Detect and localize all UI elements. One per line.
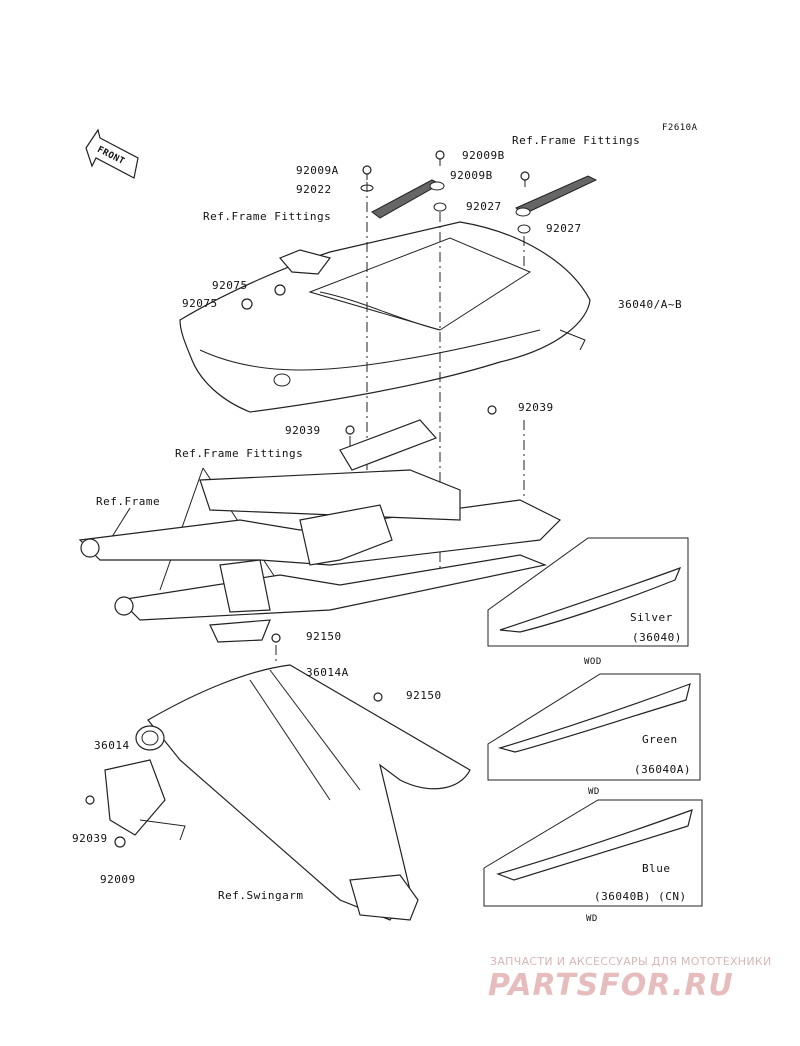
ref-frame-fittings-label[interactable]: Ref.Frame Fittings (203, 210, 332, 223)
part-label[interactable]: 92009 (100, 873, 136, 886)
bracket-strips (371, 175, 598, 219)
part-label[interactable]: 92150 (406, 689, 442, 702)
part-label[interactable]: 92027 (466, 200, 502, 213)
sub-frame (78, 419, 562, 643)
part-label[interactable]: 92009B (462, 149, 505, 162)
ref-frame-label[interactable]: Ref.Frame (96, 495, 161, 508)
part-label[interactable]: 36040/A~B (618, 298, 683, 311)
ref-frame-fittings-label[interactable]: Ref.Frame Fittings (512, 134, 641, 147)
variant-code-label[interactable]: (36040B) (CN) (594, 890, 687, 903)
front-arrow-icon (85, 128, 139, 179)
part-label[interactable]: 36014A (306, 666, 349, 679)
part-label[interactable]: 92039 (285, 424, 321, 437)
variant-color-label: Green (642, 733, 678, 746)
variant-color-label: Blue (642, 862, 671, 875)
part-label[interactable]: 92075 (212, 279, 248, 292)
variant-code-label[interactable]: (36040A) (634, 763, 691, 776)
ref-swingarm-label[interactable]: Ref.Swingarm (218, 889, 304, 902)
inner-fender (104, 664, 471, 921)
watermark-tagline: ЗАПЧАСТИ И АКСЕССУАРЫ ДЛЯ МОТОТЕХНИКИ (490, 955, 772, 968)
variant-code-label[interactable]: (36040) (632, 631, 682, 644)
part-label[interactable]: 92027 (546, 222, 582, 235)
part-label[interactable]: 36014 (94, 739, 130, 752)
variant-color-label: Silver (630, 611, 673, 624)
part-label[interactable]: 92009A (296, 164, 339, 177)
variant-region-label: WOD (584, 657, 602, 667)
part-label[interactable]: 92039 (518, 401, 554, 414)
part-label[interactable]: 92075 (182, 297, 218, 310)
hardware-fasteners (85, 150, 531, 848)
variant-region-label: WD (588, 787, 600, 797)
watermark-logo: PARTSFOR.RU (488, 968, 734, 1003)
seat-cowl (179, 221, 591, 413)
part-label[interactable]: 92022 (296, 183, 332, 196)
variant-boxes (483, 537, 703, 907)
variant-region-label: WD (586, 914, 598, 924)
part-label[interactable]: 92039 (72, 832, 108, 845)
part-label[interactable]: 92150 (306, 630, 342, 643)
part-label[interactable]: 92009B (450, 169, 493, 182)
figure-code: F2610A (662, 123, 698, 133)
ref-frame-fittings-label[interactable]: Ref.Frame Fittings (175, 447, 304, 460)
